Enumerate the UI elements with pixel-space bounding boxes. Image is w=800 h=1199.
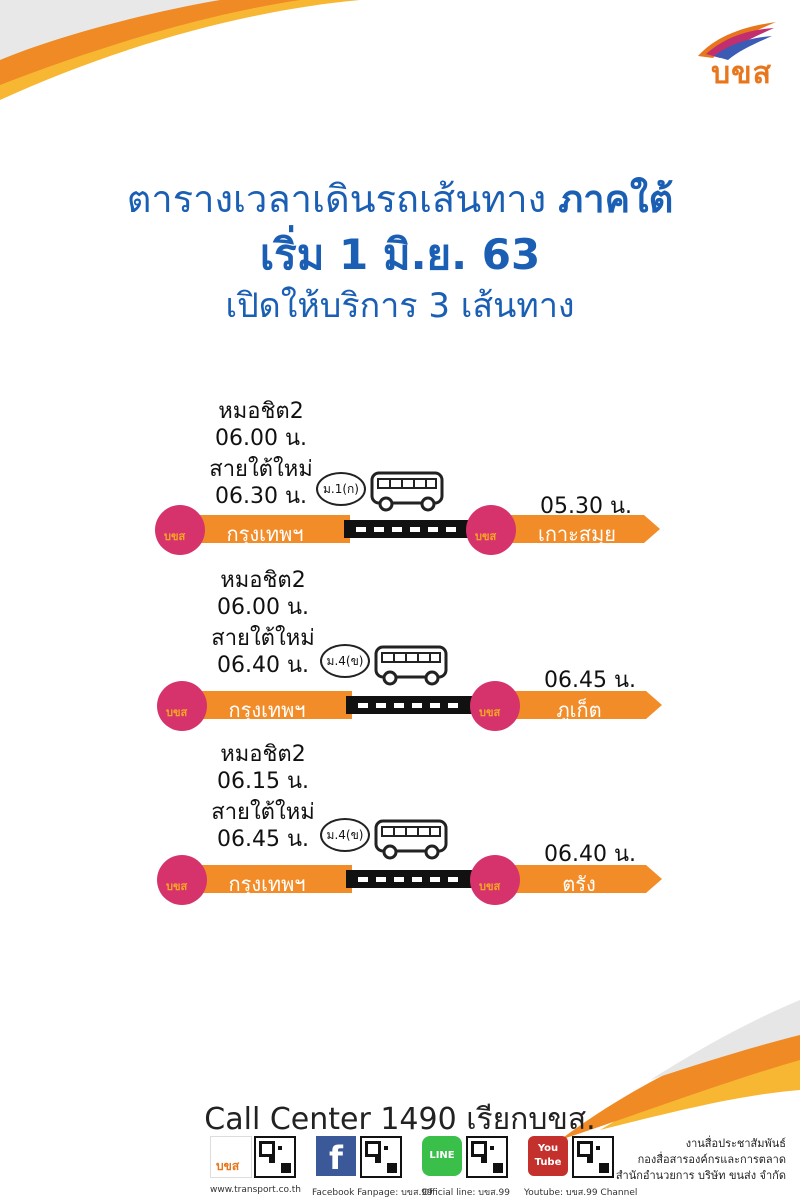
destination-arrow [644,515,660,543]
destination-station-marker: บขส [470,855,520,905]
bus-icon [374,819,448,860]
logo-text: บขส [711,56,772,91]
start-date: เริ่ม 1 มิ.ย. 63 [259,230,541,279]
origin-label: กรุงเทพฯ [228,872,306,896]
title-region: ภาคใต้ [558,177,674,221]
credit-line: สำนักอำนวยการ บริษัท ขนส่ง จำกัด [615,1169,786,1182]
qr-code-icon [360,1136,402,1178]
qr-code-icon [466,1136,508,1178]
call-center-text: Call Center 1490 เรียกบขส. [204,1102,596,1137]
bus-icon [370,471,444,512]
departure-time-2: 06.40 น. [216,653,309,678]
origin-station-marker: บขส [155,505,205,555]
footer-caption: Youtube: บขส.99 Channel [524,1188,638,1198]
departure-time-2: 06.30 น. [214,484,307,509]
bus-class-bubble: ม.1(ก) [316,472,366,506]
origin-bar [178,515,350,543]
facebook-icon: f [316,1136,356,1177]
credit-block: งานสื่อประชาสัมพันธ์ กองสื่อสารองค์กรและ… [616,1136,786,1184]
destination-label: ตรัง [562,872,596,896]
bus-class-bubble: ม.4(ข) [320,818,370,852]
origin-station-marker: บขส [157,681,207,731]
origin-label: กรุงเทพฯ [226,522,304,546]
bus-class-bubble: ม.4(ข) [320,644,370,678]
bus-icon [374,645,448,686]
departure-time-2: 06.45 น. [216,827,309,852]
destination-label: ภูเก็ต [556,698,602,722]
departure-station-2: สายใต้ใหม่ [211,800,315,825]
credit-line: กองสื่อสารองค์กรและการตลาด [637,1153,786,1166]
service-summary: เปิดให้บริการ 3 เส้นทาง [225,286,575,326]
destination-bar [496,691,646,719]
departure-time-1: 06.15 น. [216,769,309,794]
destination-arrow [646,865,662,893]
departure-station-2: สายใต้ใหม่ [209,457,313,482]
youtube-icon: You Tube [528,1136,568,1176]
bks-logo-icon: บขส [210,1136,252,1178]
departure-station-1: หมอชิต2 [218,399,304,424]
destination-bar [494,515,644,543]
road-segment [346,696,478,714]
destination-bar [496,865,646,893]
destination-station-marker: บขส [470,681,520,731]
bottom-right-swoosh-decoration [560,1000,800,1140]
road-segment [346,870,478,888]
title-prefix: ตารางเวลาเดินรถเส้นทาง [126,177,547,221]
departure-station-1: หมอชิต2 [220,568,306,593]
departure-time-1: 06.00 น. [216,595,309,620]
arrival-time: 06.45 น. [544,668,637,693]
top-left-swoosh-decoration [0,0,360,100]
road-segment [344,520,476,538]
origin-bar [180,691,352,719]
qr-code-icon [254,1136,296,1178]
destination-label: เกาะสมุย [537,522,617,546]
footer-caption: Official line: บขส.99 [422,1188,510,1198]
destination-arrow [646,691,662,719]
origin-bar [180,865,352,893]
departure-station-1: หมอชิต2 [220,742,306,767]
line-icon: LINE [422,1136,462,1176]
origin-station-marker: บขส [157,855,207,905]
arrival-time: 06.40 น. [544,842,637,867]
footer-caption: www.transport.co.th [210,1185,301,1195]
qr-code-icon [572,1136,614,1178]
destination-station-marker: บขส [466,505,516,555]
departure-time-1: 06.00 น. [214,426,307,451]
departure-info: หมอชิต2 06.00 น. สายใต้ใหม่ 06.40 น. [188,567,338,679]
page-title: ตารางเวลาเดินรถเส้นทาง ภาคใต้ [0,168,800,229]
bks-logo-icon [698,22,776,60]
footer-caption: Facebook Fanpage: บขส.99 [312,1188,433,1198]
arrival-time: 05.30 น. [540,494,633,519]
origin-label: กรุงเทพฯ [228,698,306,722]
departure-station-2: สายใต้ใหม่ [211,626,315,651]
departure-info: หมอชิต2 06.15 น. สายใต้ใหม่ 06.45 น. [188,741,338,853]
credit-line: งานสื่อประชาสัมพันธ์ [685,1137,786,1150]
departure-info: หมอชิต2 06.00 น. สายใต้ใหม่ 06.30 น. [186,398,336,510]
